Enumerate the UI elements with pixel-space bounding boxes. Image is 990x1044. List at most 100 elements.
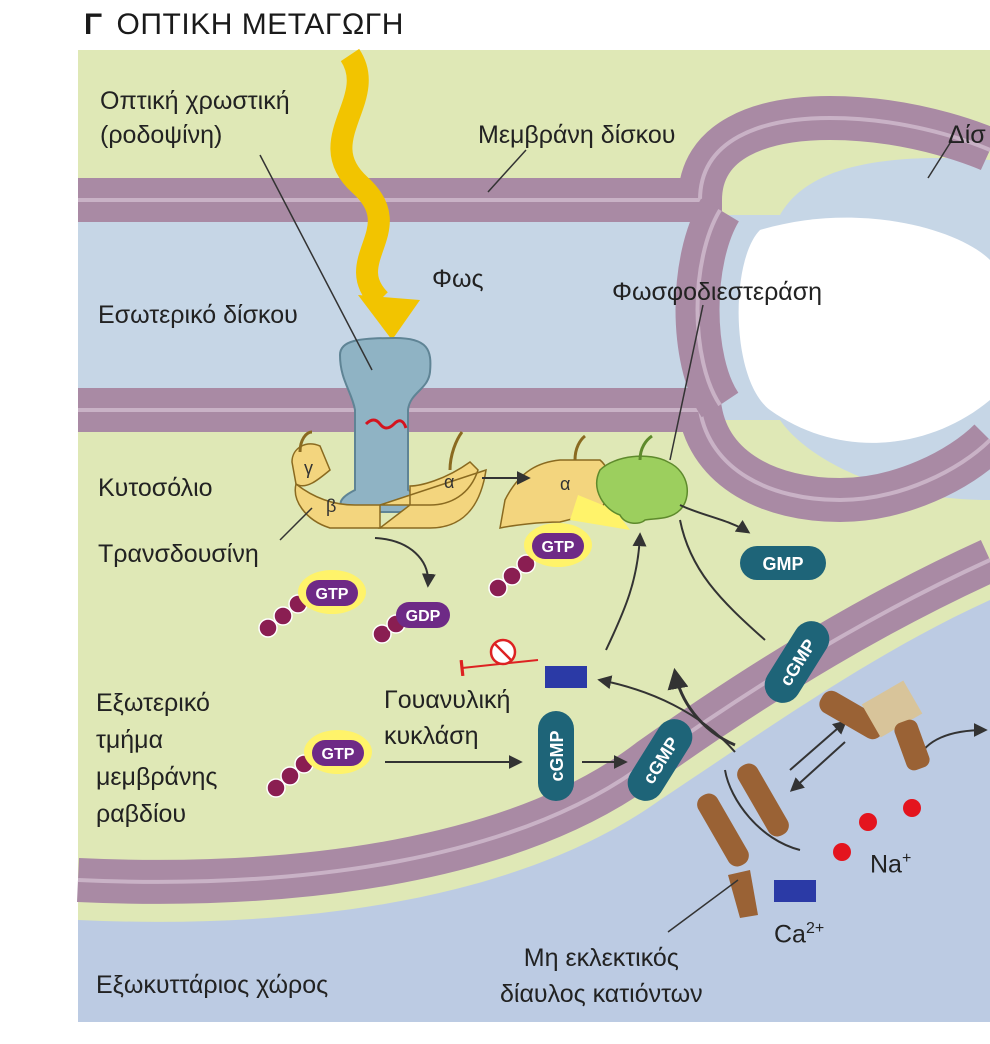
transducin-beta [294,482,381,529]
substrate-gtp-badge-label: GTP [322,746,355,763]
arrow-ca-feedback [597,675,736,753]
sodium-ion [903,799,921,817]
active-gtp-badge-bg [532,533,584,559]
section-heading: Γ ΟΠΤΙΚΗ ΜΕΤΑΓΩΓΗ [84,8,404,42]
label-cytosol: Κυτοσόλιο [98,474,213,502]
bead [266,778,286,798]
light-arrow [330,48,390,308]
calcium-box [774,880,816,902]
bead [502,566,522,586]
exchanger-subunit-b [894,719,930,771]
disc-membrane-bottom-line [78,408,990,503]
disc-rim-loop-line [695,208,722,407]
label-outer-segment-line4: ραβδίου [96,800,187,828]
cgmp-badge-vertical: cGMP [538,711,574,801]
cgmp-badge-channel-bg [627,719,693,801]
cgmp-badge-vertical-label: cGMP [547,730,567,781]
gmp-badge-bg [740,546,826,580]
label-sodium-charge: + [901,850,912,867]
leader-channel [667,879,739,933]
activated-alpha-label: α [560,474,570,494]
leader-disc [927,139,953,179]
transducin-gamma [291,443,331,487]
extracellular-region [78,600,990,1022]
exchanger [819,680,930,771]
label-transducin: Τρανσδουσίνη [98,540,259,568]
channel-subunit-a [697,793,749,867]
label-calcium-symbol: Ca [774,920,806,949]
label-pigment-line2: (ροδοψίνη) [100,121,223,149]
anchor-right [448,431,464,471]
bead [280,766,300,786]
label-disc-interior: Εσωτερικό δίσκου [98,301,298,329]
bead [273,606,293,626]
retinal [364,418,408,430]
gamma-label: γ [304,458,313,478]
label-calcium-charge: 2+ [805,920,825,937]
light-arrow-head [358,295,420,340]
label-phosphodiesterase: Φωσφοδιεστεράση [612,278,823,306]
substrate-gtp-badge-bg [312,740,364,766]
exchanger-subunit-a [819,690,885,740]
phosphodiesterase-enzyme [596,455,688,525]
label-pigment-line1: Οπτική χρωστική [100,87,290,115]
bead [372,624,392,644]
gdp-badge-label: GDP [406,608,441,625]
rhodopsin [338,336,432,513]
cgmp-badge-vertical-bg [538,711,574,801]
label-pigment: Οπτική χρωστική (ροδοψίνη) [100,84,290,152]
arrow-gc-to-pde [605,532,647,651]
label-outer-segment-line2: τμήμα [96,726,164,754]
bead [516,554,536,574]
activation-glow [570,495,630,530]
arrow-exchanger-in [789,741,846,792]
leader-pde [669,304,704,461]
label-sodium: Na+ [870,842,911,881]
sodium-ion [833,843,851,861]
leader-pigment [259,154,373,371]
arrow-pde-gmp [679,504,751,534]
disc-membrane-top-line [78,115,990,202]
beta-label: β [326,496,336,516]
label-channel-line1: Μη εκλεκτικός [523,944,679,972]
sodium-ion [859,813,877,831]
arrow-cgmp-pde [679,519,766,641]
section-title: ΟΠΤΙΚΗ ΜΕΤΑΓΩΓΗ [116,8,404,41]
label-outer-segment-line3: μεμβράνης [96,763,218,791]
leader-transducin [279,507,313,541]
transducin-alpha [377,461,487,529]
channel-subunit-b [737,763,789,837]
label-sodium-symbol: Na [870,850,902,879]
exchanger-core [861,680,923,738]
alpha-label: α [444,472,454,492]
label-extracellular: Εξωκυττάριος χώρος [96,971,329,999]
section-letter: Γ [84,8,103,41]
label-outer-segment: Εξωτερικό τμήμα μεμβράνης ραβδίου [96,685,217,833]
arrow-exchanger-out [789,720,848,771]
label-channel: Μη εκλεκτικός δίαυλος κατιόντων [500,940,703,1012]
label-guanylyl-cyclase: Γουανυλική κυκλάση [384,682,510,754]
label-calcium: Ca2+ [774,912,824,951]
cgmp-badge-exchanger-bg [764,621,830,703]
active-gtp-bead-chain [488,554,536,598]
arrow-gdp-exchange [374,537,436,588]
active-gtp-badge-label: GTP [542,539,575,556]
plasma-membrane-inner-line [77,558,990,884]
bead [488,578,508,598]
gtp-badge-label: GTP [316,586,349,603]
disc-lumen [738,217,990,443]
no-symbol-bar [494,643,512,661]
label-channel-line2: δίαυλος κατιόντων [500,980,703,1008]
gdp-badge-bg [396,602,450,628]
arrow-ca-in [724,769,801,851]
label-guanylyl-cyclase-line1: Γουανυλική [384,686,511,714]
gtp-badge-bg [306,580,358,606]
label-light: Φως [432,265,484,293]
bead [258,618,278,638]
pde-anchor [638,434,653,461]
anchor-left [298,430,313,453]
label-outer-segment-line1: Εξωτερικό [96,689,210,717]
label-guanylyl-cyclase-line2: κυκλάση [384,722,479,750]
